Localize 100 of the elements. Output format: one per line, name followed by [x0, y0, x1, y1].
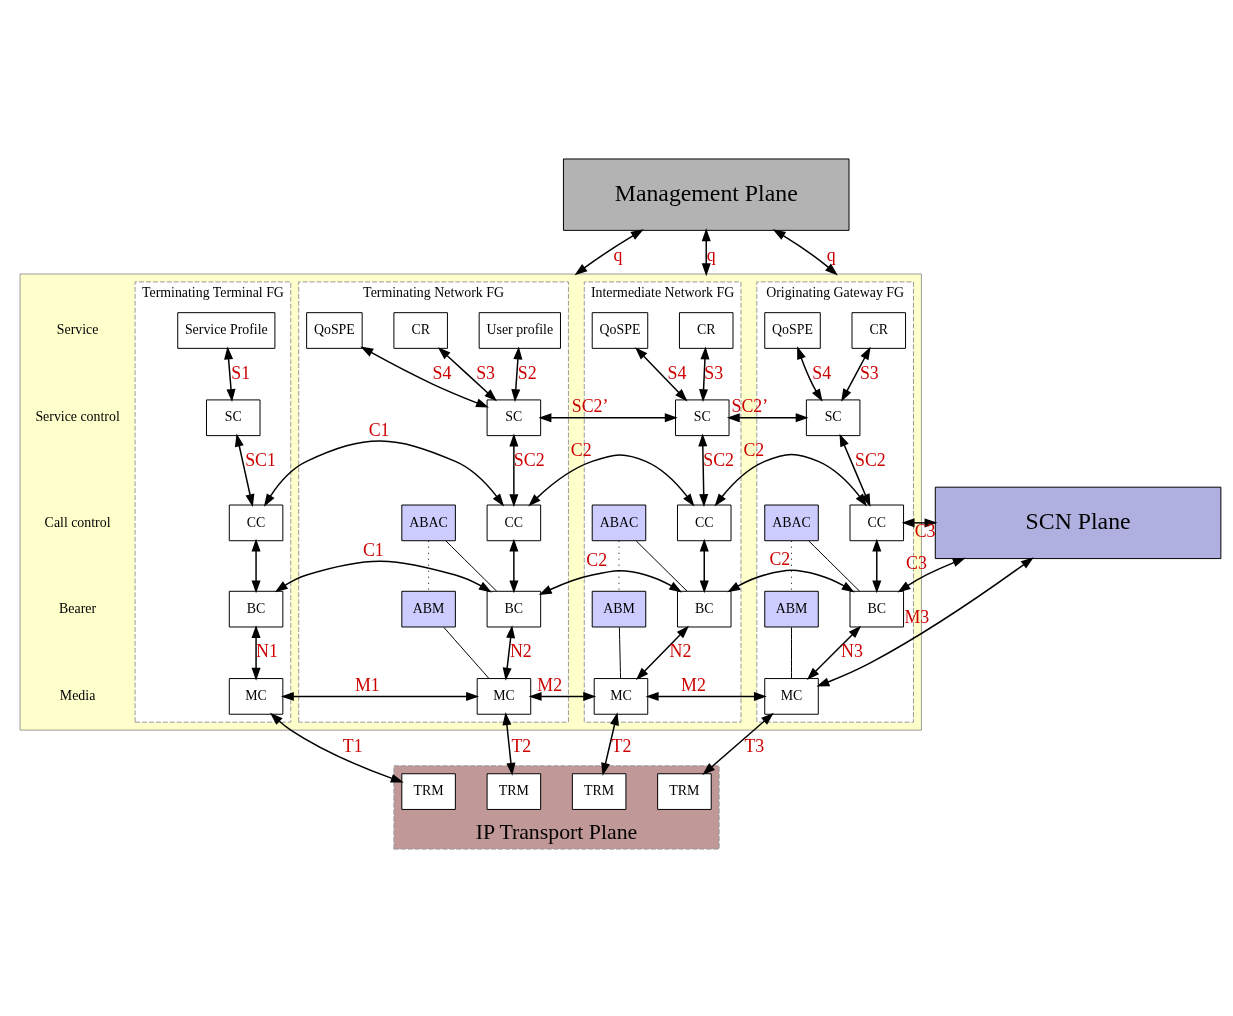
arrow: [538, 570, 683, 596]
arrow: [635, 347, 688, 402]
arrow: [511, 346, 523, 403]
arrow: [528, 691, 597, 701]
node-box: CC: [228, 504, 284, 542]
arrow: [714, 453, 867, 507]
arrow: [360, 346, 489, 408]
arrow: [816, 557, 1034, 687]
node-box: CR: [678, 312, 734, 349]
arrow: [645, 691, 767, 701]
arrow: [601, 712, 619, 776]
edge-label: S3: [476, 362, 496, 383]
node-box: TRM: [401, 773, 456, 810]
edge-label: SC1: [245, 449, 276, 470]
edge-label: S3: [859, 362, 879, 383]
edge-label: C1: [368, 420, 390, 440]
node-box: ABAC: [764, 504, 819, 542]
edge-label: C2: [586, 550, 608, 571]
edge-label: q: [613, 244, 623, 265]
node-box: TRM: [657, 773, 712, 810]
node-box: CR: [393, 312, 448, 349]
arrow: [502, 625, 516, 681]
edge-label: S2: [517, 362, 537, 383]
connector: [791, 540, 792, 592]
label: Bearer: [59, 600, 97, 616]
arrow: [727, 569, 855, 593]
node-box: CC: [486, 504, 542, 542]
arrow: [528, 454, 695, 507]
arrow: [772, 229, 838, 276]
node-box: QoSPE: [306, 312, 363, 349]
arrow: [872, 538, 882, 594]
arrow: [726, 413, 809, 423]
arrow: [897, 557, 966, 593]
arrow: [270, 712, 404, 783]
arrow: [698, 433, 709, 508]
arrow: [699, 538, 709, 594]
node-box: SC: [206, 399, 261, 437]
arrow: [263, 440, 505, 507]
node-box: QoSPE: [591, 312, 649, 349]
label: Call control: [44, 514, 111, 530]
label: Service: [56, 322, 99, 338]
arrow: [280, 691, 480, 701]
node-box: MC: [228, 678, 284, 715]
edge-label: C2: [769, 548, 791, 569]
edge-label: T2: [511, 736, 532, 757]
node-box: CC: [677, 504, 732, 542]
node-box: ABM: [764, 590, 819, 628]
node-box: User profile: [478, 312, 561, 349]
node-box: BC: [228, 590, 284, 628]
node-box: SC: [805, 399, 861, 437]
edge-label: SC2’: [731, 396, 769, 417]
edge-label: S1: [231, 362, 251, 383]
edge-label: M1: [354, 674, 380, 695]
edge-label: M2: [681, 674, 706, 695]
arrow: [635, 625, 689, 681]
node-box: SC: [675, 399, 730, 437]
node-box: TRM: [571, 773, 627, 810]
connector: [635, 540, 688, 592]
edge-label: S4: [812, 362, 832, 383]
edge-label: M3: [904, 607, 930, 628]
arrow: [274, 560, 492, 593]
connector: [445, 540, 498, 592]
connector: [808, 540, 861, 592]
node-box: TRM: [486, 773, 542, 810]
edge-label: C2: [743, 439, 765, 460]
connector: [618, 540, 620, 592]
edge-label: C3: [906, 552, 927, 573]
edge-label: SC2: [854, 449, 886, 470]
node-box: BC: [849, 590, 905, 628]
edge-label: N2: [669, 641, 692, 662]
arrow: [841, 346, 871, 402]
node-box: Management Plane: [562, 158, 850, 231]
node-box: ABM: [591, 590, 647, 628]
label: Media: [59, 688, 96, 704]
arrow: [224, 346, 236, 403]
node-box: CC: [849, 504, 905, 542]
edge-label: SC2’: [571, 396, 609, 417]
arrow: [509, 538, 519, 594]
arrow: [797, 346, 823, 402]
arrow: [538, 413, 678, 423]
label: Service control: [35, 409, 120, 425]
arrow: [699, 346, 710, 403]
node-box: Service Profile: [177, 312, 276, 349]
arrow: [701, 228, 711, 277]
edge-label: q: [706, 244, 716, 265]
node-box: ABM: [401, 590, 456, 628]
node-box: BC: [486, 590, 542, 628]
arrow: [574, 229, 644, 276]
edge-label: C3: [914, 521, 936, 542]
node-box: SC: [486, 399, 542, 437]
edge-label: C2: [570, 439, 592, 460]
connector: [791, 626, 792, 679]
arrow: [251, 625, 261, 681]
connector: [618, 626, 622, 679]
arrow: [251, 538, 261, 594]
connector: [443, 626, 490, 679]
node-box: MC: [593, 678, 649, 715]
arrow: [839, 433, 871, 507]
edge-label: SC2: [703, 449, 734, 470]
node-box: MC: [764, 678, 819, 715]
